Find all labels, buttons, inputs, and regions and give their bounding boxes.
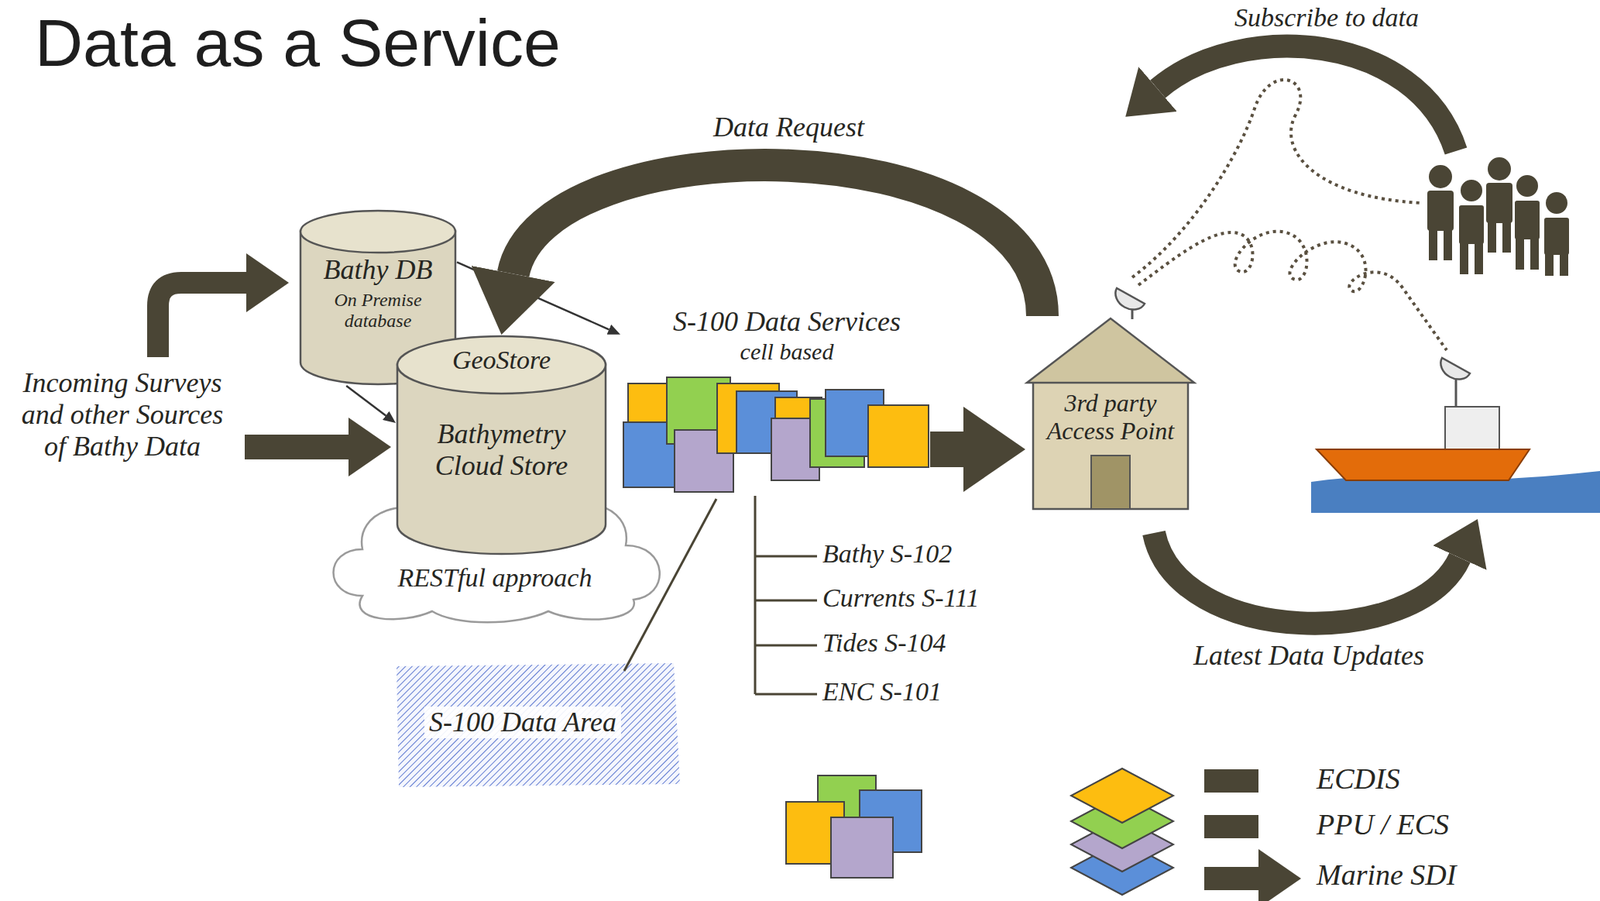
layer-diamond [1071, 768, 1174, 823]
product-label: ENC S-101 [822, 676, 1055, 708]
ship-cabin [1445, 406, 1500, 450]
access-point-label: 3rd party Access Point [1033, 388, 1188, 446]
edge-label: Data Request [708, 111, 869, 144]
input-arrow [244, 434, 349, 460]
cylinder-top [300, 210, 456, 253]
service-title: S-100 Data Services [643, 305, 931, 338]
users-icon-part [1459, 243, 1469, 275]
flow-arrow [930, 431, 964, 467]
antenna-dish [1115, 288, 1145, 310]
users-icon-part [1515, 174, 1539, 198]
users-icon-part [1474, 243, 1484, 275]
house-body [1033, 381, 1188, 509]
service-subtitle: cell based [643, 338, 931, 365]
store-name: GeoStore [395, 345, 608, 376]
title-text: Data as a Service [34, 6, 810, 80]
users-icon-part [1545, 191, 1569, 215]
users-icon [1427, 157, 1570, 276]
users-icon-part [1515, 238, 1525, 270]
users-icon-part [1514, 199, 1541, 241]
users-icon-part [1545, 254, 1554, 276]
data-link [346, 385, 386, 416]
product-label: Bathy S-102 [822, 539, 1055, 570]
cell-square [868, 405, 929, 467]
flow-arrow [513, 164, 1043, 316]
users-icon-part [1459, 178, 1484, 203]
data-link [456, 261, 609, 330]
output-label: PPU / ECS [1316, 807, 1549, 842]
subscribe-arrow [1157, 46, 1456, 152]
wireless-link [1132, 79, 1422, 278]
output-arrow [1204, 780, 1259, 879]
db-name: Bathy DB [298, 254, 457, 286]
antenna-dish [1440, 357, 1470, 380]
wireless-link [1138, 231, 1447, 351]
cloud-outline [333, 494, 660, 622]
users-icon-part [1458, 204, 1485, 245]
cloud-label: RESTful approach [346, 563, 643, 594]
house-roof [1026, 318, 1195, 383]
users-icon-part [1486, 182, 1513, 224]
users-icon-part [1487, 157, 1511, 181]
users-icon-part [1502, 221, 1511, 253]
cyl-node: GeoStoreBathymetry Cloud Store [395, 334, 608, 556]
output-label: ECDIS [1316, 762, 1549, 796]
house-door [1091, 455, 1130, 509]
users-icon-part [1428, 229, 1438, 261]
flow-label: Subscribe to data [1198, 3, 1455, 34]
cells-node: S-100 Data Servicescell based [620, 305, 931, 496]
users-icon-part [1530, 238, 1539, 270]
update-arrow [1153, 532, 1460, 624]
bracket [755, 495, 818, 694]
house-node: 3rd party Access Point [1025, 315, 1196, 511]
users-icon-part [1427, 190, 1454, 231]
data-area [396, 662, 680, 787]
users-icon-part [1487, 221, 1497, 253]
db-note: On Premise database [319, 289, 437, 333]
users-icon-part [1428, 164, 1453, 189]
cell-square [830, 817, 893, 878]
ship-hull [1316, 449, 1530, 481]
users-icon-part [1543, 216, 1570, 256]
source-note: Incoming Surveys and other Sources of Ba… [10, 367, 235, 463]
product-label: Tides S-104 [822, 628, 1055, 659]
users-icon-part [1443, 229, 1453, 261]
users-icon-part [1559, 254, 1569, 276]
antenna-mast [1455, 377, 1458, 407]
output-label: Marine SDI [1316, 858, 1549, 892]
product-label: Currents S-111 [822, 583, 1055, 614]
flow-label: Latest Data Updates [1153, 639, 1464, 672]
input-arrow [157, 282, 247, 358]
data-area-hatch [396, 662, 680, 787]
area-label: S-100 Data Area [424, 706, 622, 739]
store-label: Bathymetry Cloud Store [418, 418, 584, 482]
